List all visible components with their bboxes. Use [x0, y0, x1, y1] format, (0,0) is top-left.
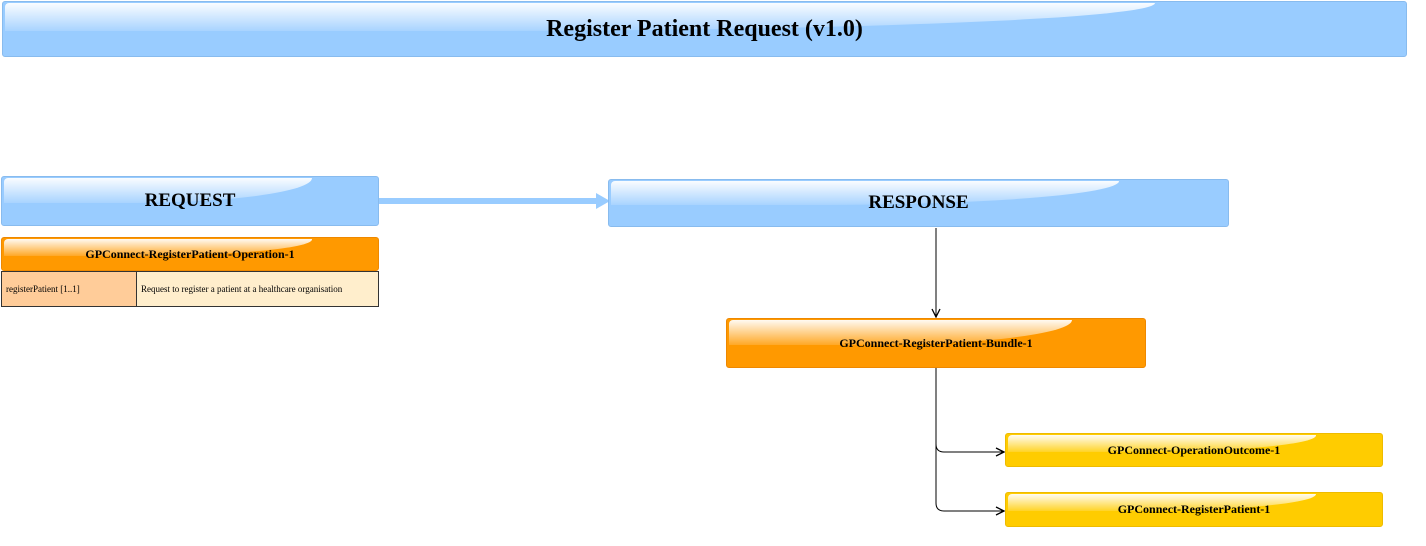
operation-parameters-table: registerPatient [1..1] Request to regist… — [1, 271, 379, 307]
bundle-to-patient-connector — [935, 444, 1004, 511]
bundle-box: GPConnect-RegisterPatient-Bundle-1 — [726, 318, 1146, 368]
request-to-response-arrow — [379, 193, 610, 209]
parameter-row: registerPatient [1..1] Request to regist… — [1, 271, 379, 307]
request-header: REQUEST — [1, 176, 379, 226]
register-patient-box: GPConnect-RegisterPatient-1 — [1005, 492, 1383, 527]
operation-box: GPConnect-RegisterPatient-Operation-1 — [1, 237, 379, 271]
response-header-label: RESPONSE — [868, 192, 969, 213]
diagram-title: Register Patient Request (v1.0) — [2, 1, 1407, 57]
request-header-label: REQUEST — [144, 190, 236, 211]
parameter-name: registerPatient [1..1] — [1, 271, 137, 307]
operation-label: GPConnect-RegisterPatient-Operation-1 — [85, 246, 295, 261]
bundle-label: GPConnect-RegisterPatient-Bundle-1 — [839, 335, 1033, 350]
response-header: RESPONSE — [608, 179, 1229, 227]
operation-outcome-label: GPConnect-OperationOutcome-1 — [1107, 442, 1281, 457]
parameter-description: Request to register a patient at a healt… — [136, 271, 379, 307]
register-patient-label: GPConnect-RegisterPatient-1 — [1117, 502, 1271, 516]
diagram-title-text: Register Patient Request (v1.0) — [546, 15, 863, 42]
bundle-to-outcome-connector — [935, 368, 1004, 452]
operation-outcome-box: GPConnect-OperationOutcome-1 — [1005, 433, 1383, 467]
